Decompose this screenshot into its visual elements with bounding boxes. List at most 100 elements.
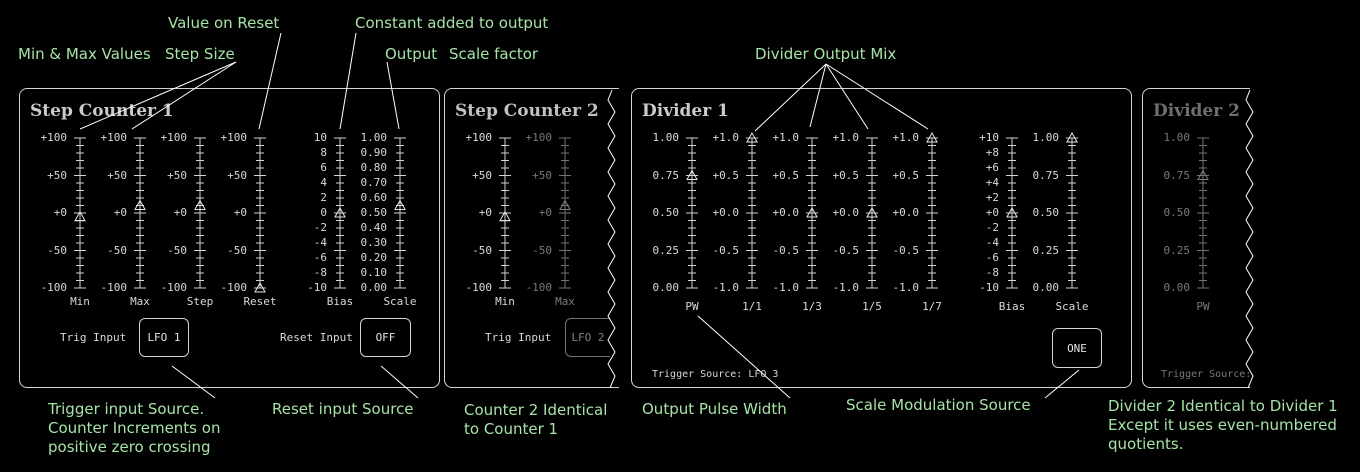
scale-label: +0 bbox=[173, 206, 187, 219]
scale-label: -100 bbox=[465, 281, 493, 294]
trigger-source-label[interactable]: Trigger Source: LFO 3 bbox=[652, 369, 779, 380]
scale-label: +50 bbox=[472, 168, 492, 182]
scale-label: 0.25 bbox=[652, 243, 680, 257]
scale-label: -50 bbox=[472, 243, 492, 257]
annotation-trigger-source: Trigger input Source. Counter Increments… bbox=[48, 400, 220, 457]
scale-label: 4 bbox=[320, 176, 327, 189]
slider-track[interactable] bbox=[125, 132, 155, 294]
slider-thumb[interactable] bbox=[1006, 206, 1018, 218]
slider-track[interactable] bbox=[385, 132, 415, 294]
scale-label: +100 bbox=[525, 131, 553, 144]
scale-label: +1.0 bbox=[772, 131, 800, 144]
slider-thumb[interactable] bbox=[334, 206, 346, 218]
scale-label: 1.00 bbox=[1032, 131, 1060, 144]
slider-thumb[interactable] bbox=[559, 199, 571, 210]
slider-track[interactable] bbox=[737, 132, 767, 294]
slider-label: Scale bbox=[383, 295, 417, 308]
scale-label: -100 bbox=[160, 281, 188, 294]
trig-input-button[interactable]: LFO 2 bbox=[565, 318, 610, 357]
scale-label: +100 bbox=[100, 131, 128, 144]
annotation-min-max: Min & Max Values bbox=[18, 45, 151, 63]
scale-mod-button[interactable]: ONE bbox=[1052, 328, 1102, 368]
slider-thumb[interactable] bbox=[1066, 132, 1078, 143]
slider-thumb[interactable] bbox=[866, 206, 878, 218]
slider-thumb[interactable] bbox=[746, 132, 758, 143]
scale-label: +4 bbox=[985, 176, 999, 189]
slider-track[interactable] bbox=[997, 132, 1027, 294]
scale-label: 0.00 bbox=[652, 281, 680, 294]
scale-label: 0.50 bbox=[360, 206, 388, 219]
scale-label: 0.00 bbox=[360, 281, 388, 294]
slider-thumb[interactable] bbox=[74, 210, 86, 222]
scale-label: -0.5 bbox=[832, 243, 860, 257]
annotation-reset-source: Reset input Source bbox=[272, 400, 414, 418]
scale-label: +50 bbox=[227, 168, 247, 182]
scale-label: 1.00 bbox=[652, 131, 680, 144]
scale-label: +1.0 bbox=[712, 131, 740, 144]
scale-label: 0.70 bbox=[360, 176, 388, 189]
slider-track[interactable] bbox=[1188, 132, 1218, 294]
scale-label: -50 bbox=[227, 243, 247, 257]
slider-track[interactable] bbox=[185, 132, 215, 294]
scale-label: -8 bbox=[985, 266, 999, 279]
annotation-line: Counter Increments on bbox=[48, 419, 221, 437]
slider-thumb[interactable] bbox=[926, 132, 938, 143]
scale-label: 0.00 bbox=[1032, 281, 1060, 294]
slider-label: Max bbox=[555, 295, 575, 308]
slider-track[interactable] bbox=[1057, 132, 1087, 294]
scale-label: 0.25 bbox=[1163, 243, 1191, 257]
scale-label: +0.5 bbox=[892, 168, 920, 182]
scale-label: +0.0 bbox=[772, 206, 800, 219]
scale-label: 0.60 bbox=[360, 191, 388, 204]
scale-label: 2 bbox=[320, 191, 327, 204]
slider-thumb[interactable] bbox=[806, 206, 818, 218]
slider-track[interactable] bbox=[797, 132, 827, 294]
scale-label: 0.40 bbox=[360, 221, 388, 234]
slider-track[interactable] bbox=[550, 132, 580, 294]
trigger-source-label[interactable]: Trigger Source: bbox=[1161, 369, 1252, 380]
slider-thumb[interactable] bbox=[394, 199, 406, 210]
annotation-line: Counter 2 Identical bbox=[464, 401, 608, 419]
slider-track[interactable] bbox=[245, 132, 275, 294]
scale-label: +0 bbox=[985, 206, 999, 219]
slider-thumb[interactable] bbox=[686, 169, 698, 180]
slider-thumb[interactable] bbox=[1197, 169, 1209, 180]
slider-track[interactable] bbox=[490, 132, 520, 294]
scale-label: 0.50 bbox=[652, 206, 680, 219]
trig-input-label: Trig Input bbox=[60, 331, 127, 344]
panel-title: Step Counter 2 bbox=[455, 101, 599, 121]
scale-label: -100 bbox=[220, 281, 248, 294]
slider-thumb[interactable] bbox=[254, 281, 266, 293]
trig-input-button[interactable]: LFO 1 bbox=[139, 318, 189, 357]
scale-label: +8 bbox=[985, 146, 999, 159]
slider-track[interactable] bbox=[325, 132, 355, 294]
scale-label: +100 bbox=[160, 131, 188, 144]
slider-track[interactable] bbox=[65, 132, 95, 294]
slider-track[interactable] bbox=[677, 132, 707, 294]
scale-label: +0 bbox=[113, 206, 127, 219]
scale-label: +100 bbox=[465, 131, 493, 144]
slider-thumb[interactable] bbox=[194, 199, 206, 210]
slider-thumb[interactable] bbox=[134, 199, 146, 210]
slider-track[interactable] bbox=[917, 132, 947, 294]
slider-track[interactable] bbox=[857, 132, 887, 294]
slider-label: Step bbox=[186, 295, 214, 308]
scale-label: 0.50 bbox=[1163, 206, 1191, 219]
slider-label: Scale bbox=[1055, 300, 1089, 313]
scale-label: -2 bbox=[985, 221, 999, 234]
scale-label: -0.5 bbox=[892, 243, 920, 257]
slider-label: PW bbox=[685, 300, 699, 313]
scale-label: +0.5 bbox=[712, 168, 740, 182]
slider-thumb[interactable] bbox=[499, 210, 511, 222]
scale-label: 0.00 bbox=[1163, 281, 1191, 294]
scale-label: -50 bbox=[47, 243, 67, 257]
scale-label: -2 bbox=[313, 221, 327, 234]
slider-label: PW bbox=[1196, 300, 1210, 313]
scale-label: +1.0 bbox=[832, 131, 860, 144]
scale-label: +0 bbox=[478, 206, 492, 219]
reset-input-button[interactable]: OFF bbox=[360, 318, 411, 357]
scale-label: -8 bbox=[313, 266, 327, 279]
annotation-line: positive zero crossing bbox=[48, 438, 211, 456]
